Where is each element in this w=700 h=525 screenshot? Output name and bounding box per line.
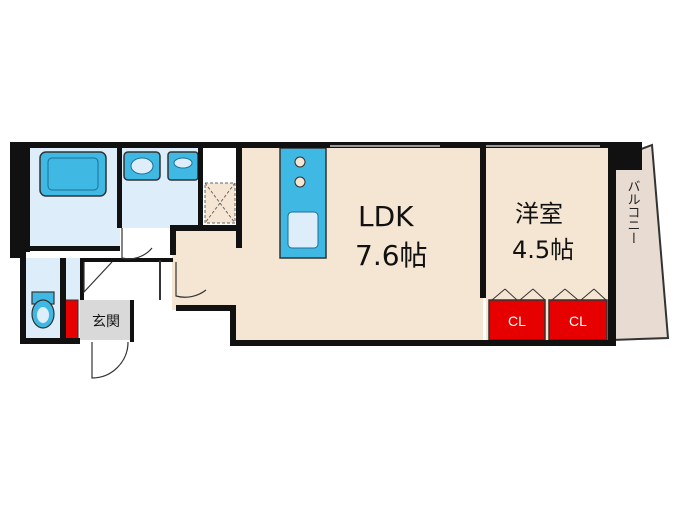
balcony-label: バルコニー: [625, 180, 641, 245]
ldk-size: 7.6帖: [355, 239, 428, 272]
toilet-door: [83, 261, 113, 294]
ldk-floor: [238, 148, 483, 340]
toilet-icon: [31, 291, 55, 329]
western-name: 洋室: [515, 200, 563, 228]
western-size: 4.5帖: [512, 236, 574, 264]
closet-1: [488, 299, 546, 341]
closet-1-label: CL: [508, 313, 526, 329]
hall-floor: [172, 228, 238, 340]
closet-2-label: CL: [569, 313, 587, 329]
sink-icon: [287, 211, 319, 249]
shoe-cabinet: [63, 299, 79, 341]
ldk-name: LDK: [358, 200, 414, 233]
stove-burner-icon: [294, 156, 306, 168]
stove-burner-icon: [294, 176, 306, 188]
entrance-floor: [80, 300, 132, 340]
bathtub-icon: [39, 151, 107, 197]
hall-door: [175, 262, 207, 298]
walls: [10, 142, 642, 346]
balcony-area: [611, 143, 670, 342]
entrance-door: [91, 341, 129, 379]
bath-door: [121, 228, 153, 260]
entrance-label: 玄関: [92, 313, 120, 330]
closet-2: [548, 299, 608, 341]
